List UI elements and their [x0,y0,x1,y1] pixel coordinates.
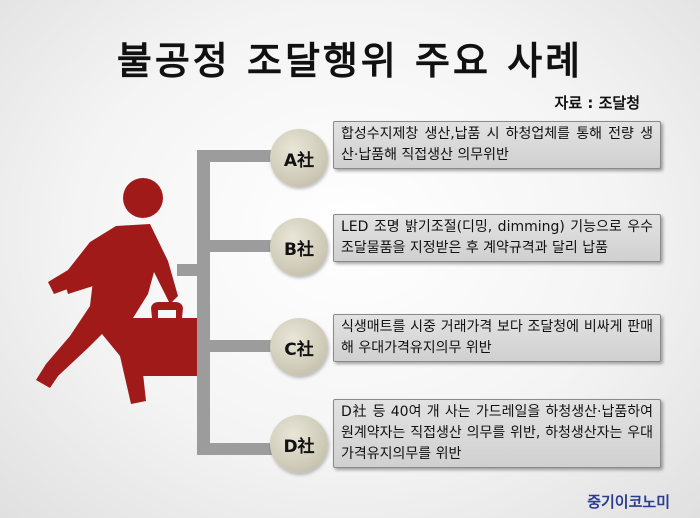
running-man-briefcase-icon [36,178,205,404]
case-c-badge: C社 [270,318,328,376]
briefcase-handle [151,302,183,318]
case-b-description: LED 조명 밝기조절(디밍, dimming) 기능으로 우수조달물품을 지정… [333,214,661,262]
case-a-description: 합성수지제창 생산,납품 시 하청업체를 통해 전량 생산·납품해 직접생산 의… [333,121,661,169]
case-d-badge: D社 [270,415,328,473]
figure-body [36,224,178,404]
case-a-badge: A社 [270,129,328,187]
case-b-badge: B社 [270,218,328,276]
page-title: 불공정 조달행위 주요 사례 [116,39,584,83]
case-d-description: D社 등 40여 개 사는 가드레일을 하청생산·납품하여 원계약자는 직접생산… [333,399,661,468]
publisher-watermark: 중기이코노미 [587,493,670,511]
case-c-description: 식생매트를 시중 거래가격 보다 조달청에 비싸게 판매해 우대가격유지의무 위… [333,314,661,362]
briefcase [125,318,205,376]
figure-arm [64,268,112,294]
figure-head [123,178,163,218]
source-label: 자료 : 조달청 [554,94,640,112]
